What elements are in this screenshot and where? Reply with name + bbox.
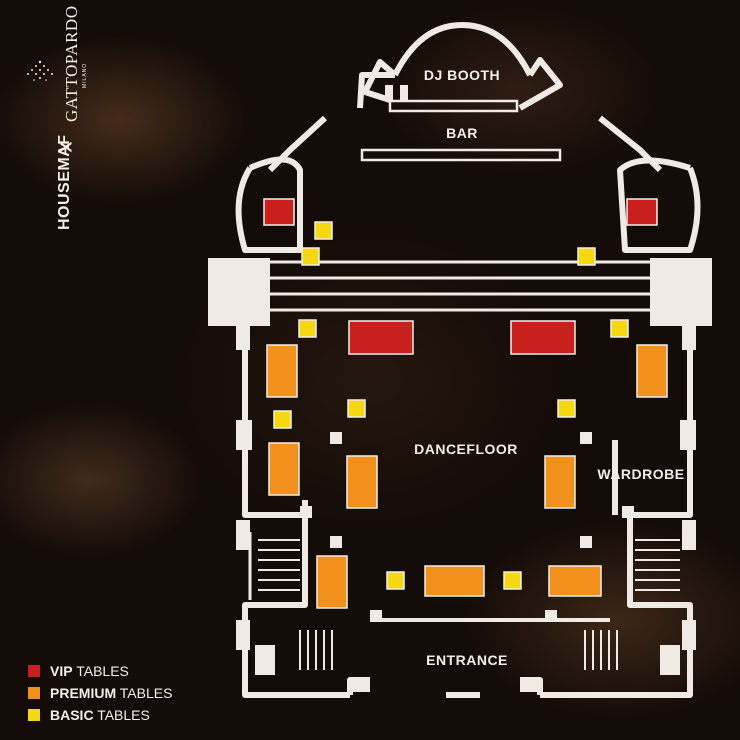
premium-table[interactable] [636, 344, 668, 398]
basic-table[interactable] [610, 319, 629, 338]
premium-table[interactable] [268, 442, 300, 496]
basic-table[interactable] [347, 399, 366, 418]
legend-item-premium: PREMIUM TABLES [28, 682, 172, 704]
premium-table[interactable] [544, 455, 576, 509]
dj-booth-dome [392, 22, 533, 77]
wall-blocks [208, 85, 712, 650]
basic-table[interactable] [557, 399, 576, 418]
stairs [258, 539, 680, 670]
right-tower [650, 258, 712, 326]
legend-basic-rest: TABLES [93, 707, 150, 723]
wardrobe-label: WARDROBE [597, 466, 684, 482]
legend-vip-strong: VIP [50, 663, 73, 679]
vip-tables [263, 198, 658, 355]
premium-table[interactable] [424, 565, 485, 597]
bar-label: BAR [446, 125, 478, 141]
premium-table[interactable] [266, 344, 298, 398]
basic-table[interactable] [503, 571, 522, 590]
premium-table[interactable] [346, 455, 378, 509]
vip-table[interactable] [263, 198, 295, 226]
premium-swatch [28, 687, 40, 699]
entrance-label: ENTRANCE [426, 652, 508, 668]
chandelier-logo-icon [27, 60, 53, 81]
legend-premium-strong: PREMIUM [50, 685, 117, 701]
basic-swatch [28, 709, 40, 721]
legend-item-basic: BASIC TABLES [28, 704, 172, 726]
vip-table[interactable] [510, 320, 576, 355]
table-legend: VIP TABLES PREMIUM TABLES BASIC TABLES [28, 660, 172, 726]
basic-table[interactable] [386, 571, 405, 590]
basic-table[interactable] [577, 247, 596, 266]
vip-table[interactable] [348, 320, 414, 355]
bar-counter [360, 148, 562, 162]
premium-table[interactable] [548, 565, 602, 597]
dancefloor-label: DANCEFLOOR [414, 441, 518, 457]
basic-table[interactable] [314, 221, 333, 240]
dj-booth-label: DJ BOOTH [424, 67, 500, 83]
dj-booth-counter [388, 99, 519, 113]
entrance-steps [255, 645, 680, 692]
legend-basic-strong: BASIC [50, 707, 94, 723]
basic-table[interactable] [298, 319, 317, 338]
premium-tables [266, 344, 668, 609]
basic-tables [273, 221, 629, 590]
left-tower [208, 258, 270, 326]
premium-table[interactable] [316, 555, 348, 609]
legend-premium-rest: TABLES [116, 685, 173, 701]
basic-table[interactable] [273, 410, 292, 429]
legend-item-vip: VIP TABLES [28, 660, 172, 682]
basic-table[interactable] [301, 247, 320, 266]
vip-table[interactable] [626, 198, 658, 226]
vip-swatch [28, 665, 40, 677]
legend-vip-rest: TABLES [72, 663, 129, 679]
